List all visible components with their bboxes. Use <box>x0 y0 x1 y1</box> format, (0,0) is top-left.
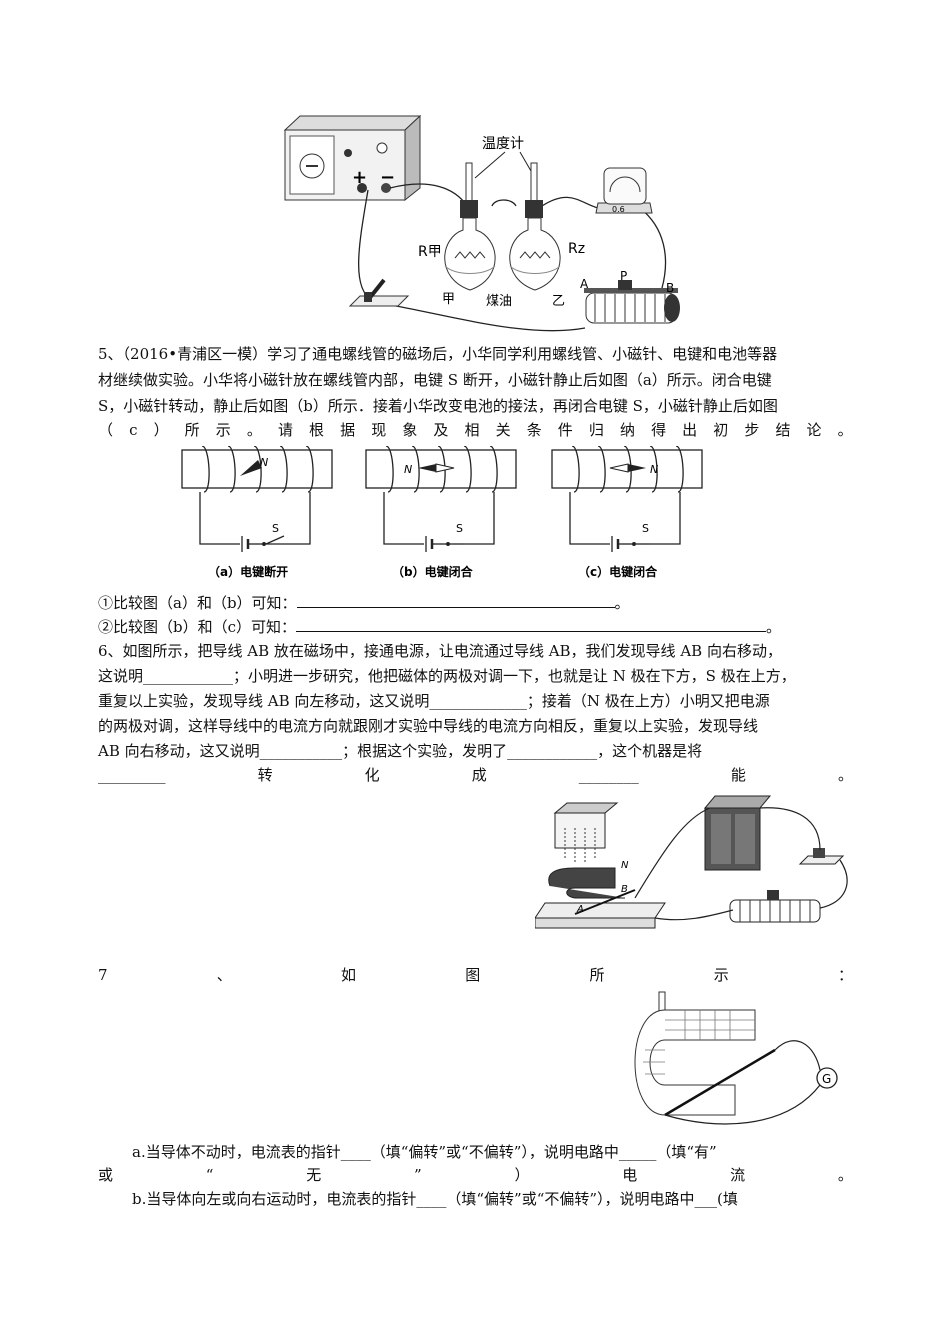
q6-line-1: 6、如图所示，把导线 AB 放在磁场中，接通电源，让电流通过导线 AB，我们发现… <box>98 642 782 660</box>
needle-n-label: N <box>650 463 658 476</box>
q5-line-3: S，小磁针转动，静止后如图（b）所示．接着小华改变电池的接法，再闭合电键 S，小… <box>98 397 778 415</box>
q6-line-2: 这说明____________；小明进一步研究，他把磁体的两极对调一下，也就是让… <box>98 667 796 685</box>
rheostat-p-label: P <box>620 269 627 283</box>
wire-b-label: B <box>621 884 628 895</box>
magnet-top <box>553 802 619 863</box>
q6-line-6: _________转化成________能。 <box>98 766 853 784</box>
q7-line-a: a.当导体不动时，电流表的指针____（填“偏转”或“不偏转”），说明电路中__… <box>132 1143 717 1161</box>
magnet-horseshoe <box>535 867 666 929</box>
magnet-c-shape <box>634 1009 756 1116</box>
r-yi-label: Rz <box>568 241 585 257</box>
q6-line-4: 的两极对调，这样导线中的电流方向就跟刚才实验中导线的电流方向相反，重复以上实验，… <box>98 717 759 735</box>
solenoid-figure-a: N S （a）电键断开 <box>181 446 333 579</box>
rheostat-b-label: B <box>666 281 674 295</box>
battery <box>703 795 772 871</box>
q5-line-4: （c）所示。请根据现象及相关条件归纳得出初步结论。 <box>98 421 853 439</box>
solenoid-figure-b: N S （b）电键闭合 <box>365 446 517 579</box>
switch-s-label: S <box>642 522 649 535</box>
solenoid-figure-c: N S （c）电键闭合 <box>551 446 703 579</box>
knife-switch <box>348 278 410 307</box>
q6-line-3: 重复以上实验，发现导线 AB 向左移动，这又说明_____________；接着… <box>98 692 770 710</box>
kerosene-label: 煤油 <box>486 294 512 309</box>
fig-a-caption: （a）电键断开 <box>208 564 288 579</box>
magnet-n-label: N <box>621 860 629 871</box>
jia-label: 甲 <box>442 292 455 307</box>
wire-a-label: A <box>576 904 584 915</box>
answer-blank-1[interactable] <box>296 592 615 608</box>
rheostat-small <box>729 890 821 923</box>
q6-line-5: AB 向右移动，这又说明___________；根据这个实验，发明了______… <box>98 742 703 760</box>
q5-question-1: ①比较图（a）和（b）可知：。 <box>98 592 630 612</box>
knife-switch-small <box>798 848 845 865</box>
rheostat-a-label: A <box>580 277 589 291</box>
answer-blank-2[interactable] <box>296 616 767 632</box>
fig-b-caption: （b）电键闭合 <box>392 564 474 579</box>
q7-line-1: 7、如图所示： <box>98 966 853 984</box>
needle-n-label: N <box>404 463 412 476</box>
switch-s-label: S <box>272 522 279 535</box>
q7-line-b: b.当导体向左或向右运动时，电流表的指针____（填“偏转”或“不偏转”），说明… <box>132 1190 738 1208</box>
needle-n-label: N <box>260 456 268 469</box>
yi-label: 乙 <box>552 294 565 309</box>
rheostat <box>584 280 680 324</box>
q5-line-1: 5、（2016•青浦区一模）学习了通电螺线管的磁场后，小华同学利用螺线管、小磁针… <box>98 345 778 363</box>
flask-jia <box>444 162 496 291</box>
induction-figure: G <box>634 991 838 1125</box>
svg-text:−: − <box>380 167 395 188</box>
svg-text:+: + <box>352 167 367 188</box>
galvanometer-label: G <box>822 1072 831 1086</box>
r-jia-label: R甲 <box>418 244 442 260</box>
heating-apparatus-figure: + − 温度计 R甲 Rz 甲 煤油 乙 0.6 <box>283 114 680 332</box>
motor-apparatus-figure: N B A <box>535 795 848 929</box>
switch-s-label: S <box>456 522 463 535</box>
ammeter: 0.6 <box>595 167 653 214</box>
q7-line-a2: 或“无”）电流。 <box>98 1166 853 1184</box>
q5-question-2: ②比较图（b）和（c）可知：。 <box>98 616 782 636</box>
thermometer-label: 温度计 <box>482 136 524 152</box>
ammeter-value: 0.6 <box>612 205 625 214</box>
flask-yi <box>509 162 561 291</box>
fig-c-caption: （c）电键闭合 <box>578 564 658 579</box>
q5-line-2: 材继续做实验。小华将小磁针放在螺线管内部，电键 S 断开，小磁针静止后如图（a）… <box>98 371 772 389</box>
power-supply: + − <box>283 114 422 202</box>
